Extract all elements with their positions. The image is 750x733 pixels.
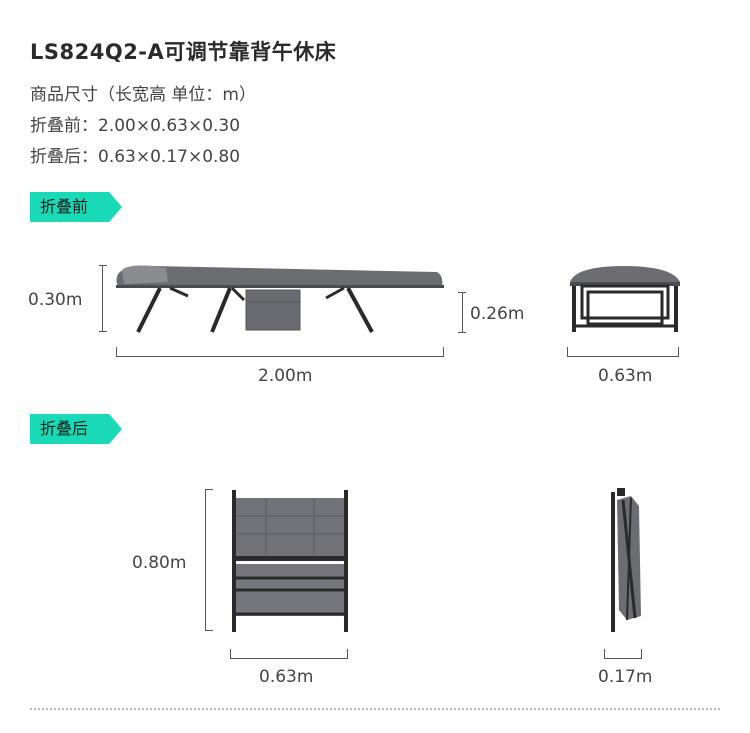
folded-width-dim: 0.63m	[259, 667, 314, 687]
folded-size-spec: 折叠后：0.63×0.17×0.80	[30, 147, 241, 167]
height-dimension-line	[102, 265, 103, 332]
folded-width-dimension-tick	[347, 649, 348, 659]
folded-depth-dimension-tick	[641, 649, 642, 659]
folded-cot-side-image	[611, 488, 641, 632]
width-dimension-tick	[678, 347, 679, 357]
folded-width-dimension-tick	[230, 649, 231, 659]
folded-height-dimension-tick	[205, 489, 213, 490]
unfolded-length-dim: 2.00m	[258, 366, 313, 386]
length-dimension-tick	[443, 347, 444, 357]
folded-depth-dim: 0.17m	[598, 667, 653, 687]
size-unit-label: 商品尺寸（长宽高 单位：m）	[30, 85, 256, 105]
folded-width-dimension-line	[230, 658, 348, 659]
folded-section-tag: 折叠后	[30, 414, 122, 444]
seat-height-dimension-line	[462, 292, 463, 333]
bottom-divider	[30, 708, 720, 710]
folded-height-dimension-line	[205, 489, 206, 631]
cot-end-view-image	[570, 266, 680, 332]
height-dimension-tick	[99, 265, 107, 266]
height-dimension-tick	[99, 331, 107, 332]
seat-height-dimension-tick	[458, 292, 466, 293]
length-dimension-tick	[116, 347, 117, 357]
product-title: LS824Q2-A可调节靠背午休床	[30, 40, 337, 64]
folded-cot-front-image	[232, 490, 348, 632]
width-dimension-line	[567, 356, 679, 357]
cot-side-view-image	[116, 265, 444, 333]
folded-depth-dimension-tick	[604, 649, 605, 659]
unfolded-size-spec: 折叠前：2.00×0.63×0.30	[30, 116, 241, 136]
folded-depth-dimension-line	[604, 658, 642, 659]
unfolded-height-dim: 0.30m	[28, 290, 83, 310]
unfolded-section-tag: 折叠前	[30, 192, 122, 222]
length-dimension-line	[116, 356, 444, 357]
unfolded-width-dim: 0.63m	[598, 366, 653, 386]
width-dimension-tick	[567, 347, 568, 357]
seat-height-dim: 0.26m	[470, 304, 525, 324]
folded-height-dimension-tick	[205, 630, 213, 631]
seat-height-dimension-tick	[458, 332, 466, 333]
folded-height-dim: 0.80m	[132, 553, 187, 573]
